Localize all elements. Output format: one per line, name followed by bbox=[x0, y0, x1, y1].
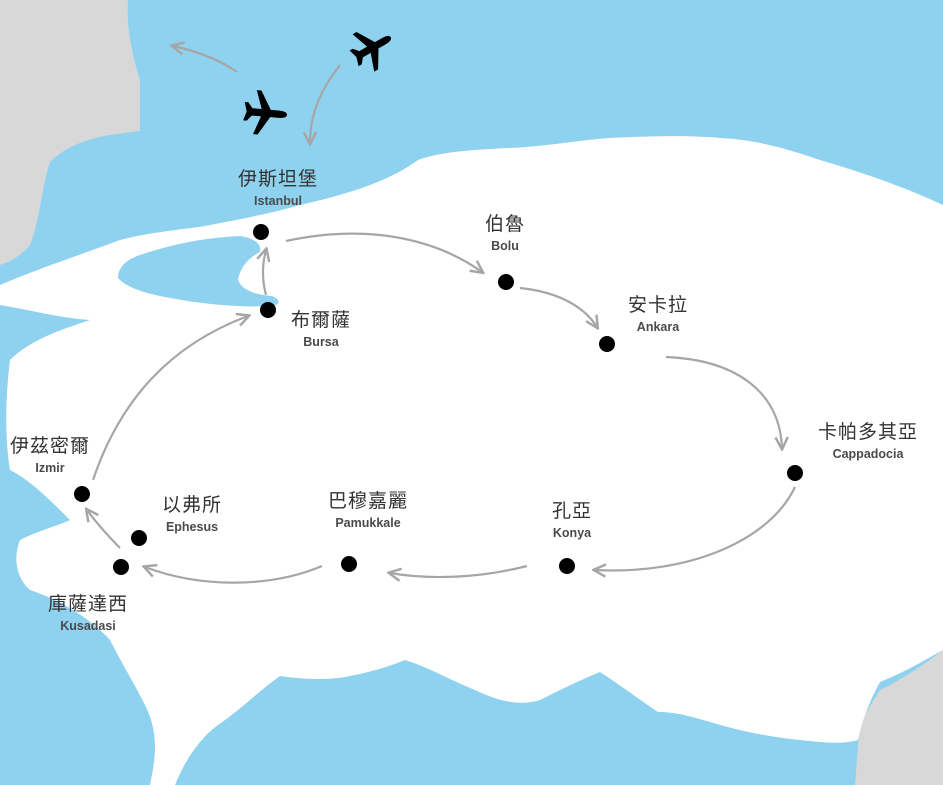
arrow-ephesus-izmir bbox=[87, 510, 121, 549]
city-dot-pamukkale bbox=[341, 556, 357, 572]
city-name-en: Izmir bbox=[35, 461, 65, 475]
city-label-istanbul: 伊斯坦堡 Istanbul bbox=[228, 170, 328, 208]
neighbor-land-northwest bbox=[0, 0, 160, 265]
city-label-bolu: 伯魯 Bolu bbox=[465, 215, 545, 253]
arrow-ankara-cappadocia bbox=[665, 355, 782, 448]
city-name-en: Bolu bbox=[491, 239, 519, 253]
city-name-zh: 庫薩達西 bbox=[47, 593, 128, 615]
city-label-konya: 孔亞 Konya bbox=[532, 502, 612, 540]
city-label-bursa: 布爾薩 Bursa bbox=[281, 311, 361, 349]
route-arrows bbox=[87, 46, 796, 584]
city-dot-konya bbox=[559, 558, 575, 574]
city-label-cappadocia: 卡帕多其亞 Cappadocia bbox=[810, 423, 926, 461]
city-name-zh: 伯魯 bbox=[484, 213, 525, 235]
city-dot-ephesus bbox=[131, 530, 147, 546]
city-dot-cappadocia bbox=[787, 465, 803, 481]
city-name-en: Pamukkale bbox=[335, 516, 401, 530]
arrow-istanbul-bolu bbox=[285, 232, 482, 272]
city-label-ephesus: 以弗所 Ephesus bbox=[150, 496, 234, 534]
city-dot-bursa bbox=[260, 302, 276, 318]
arrow-konya-pamukkale bbox=[390, 564, 528, 577]
arrow-flight-arrival bbox=[310, 64, 341, 143]
city-name-zh: 布爾薩 bbox=[290, 309, 351, 331]
city-name-en: Ankara bbox=[636, 320, 680, 334]
city-name-zh: 以弗所 bbox=[161, 494, 222, 516]
city-name-zh: 伊斯坦堡 bbox=[237, 168, 318, 190]
arrow-bursa-istanbul bbox=[263, 250, 266, 296]
sea-of-marmara bbox=[118, 236, 279, 307]
city-label-ankara: 安卡拉 Ankara bbox=[618, 296, 698, 334]
city-name-en: Kusadasi bbox=[60, 619, 116, 633]
arrow-flight-departure bbox=[173, 46, 238, 73]
city-label-pamukkale: 巴穆嘉麗 Pamukkale bbox=[318, 492, 418, 530]
city-name-en: Istanbul bbox=[254, 194, 302, 208]
city-label-kusadasi: 庫薩達西 Kusadasi bbox=[38, 595, 138, 633]
city-name-zh: 伊茲密爾 bbox=[9, 435, 90, 457]
neighbor-land-east bbox=[855, 650, 943, 785]
city-name-zh: 巴穆嘉麗 bbox=[327, 490, 408, 512]
city-dot-istanbul bbox=[253, 224, 269, 240]
city-name-en: Bursa bbox=[303, 335, 339, 349]
city-label-izmir: 伊茲密爾 Izmir bbox=[0, 437, 100, 475]
city-dot-izmir bbox=[74, 486, 90, 502]
arrow-cappadocia-konya bbox=[595, 486, 796, 570]
arrow-izmir-bursa bbox=[91, 316, 248, 481]
city-dot-bolu bbox=[498, 274, 514, 290]
city-dot-kusadasi bbox=[113, 559, 129, 575]
city-name-zh: 安卡拉 bbox=[627, 294, 688, 316]
city-name-en: Cappadocia bbox=[832, 447, 904, 461]
city-name-zh: 孔亞 bbox=[551, 500, 592, 522]
city-name-en: Ephesus bbox=[165, 520, 219, 534]
city-name-en: Konya bbox=[552, 526, 592, 540]
arrow-pamukkale-kusadasi bbox=[145, 566, 323, 584]
black-sea-coast bbox=[140, 60, 943, 214]
city-dot-ankara bbox=[599, 336, 615, 352]
arrow-bolu-ankara bbox=[519, 286, 597, 327]
city-name-zh: 卡帕多其亞 bbox=[817, 421, 918, 443]
